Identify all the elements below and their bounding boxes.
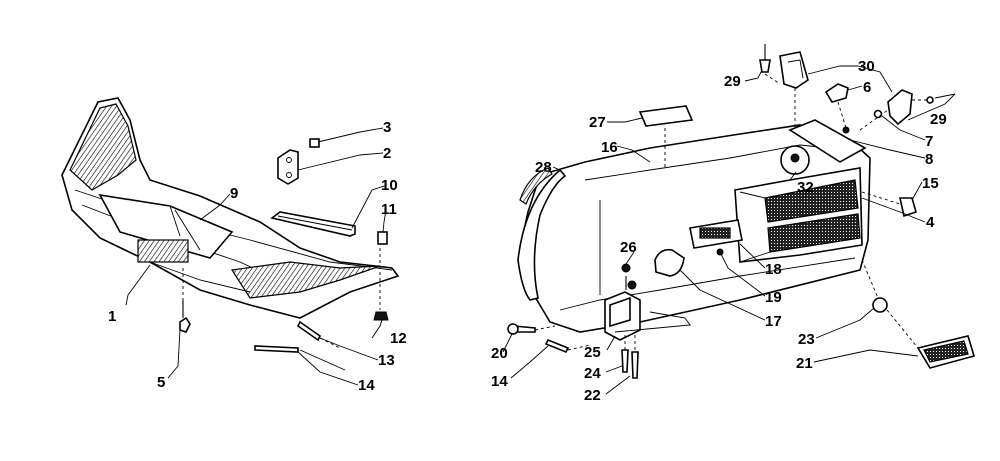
left-assembly-lines: [182, 248, 381, 371]
callout-12: 12: [390, 330, 407, 347]
grommet-11: [377, 231, 388, 245]
callout-8: 8: [925, 151, 933, 168]
callout-7: 7: [925, 133, 933, 150]
callout-17: 17: [765, 313, 782, 330]
nut-3: [309, 138, 320, 148]
right-leaders: [502, 65, 956, 395]
mount-bracket: [277, 149, 299, 185]
right-assembly-lines: [534, 73, 928, 352]
reflector-21: [916, 335, 976, 369]
small-fasteners: [507, 126, 850, 379]
callout-1: 1: [108, 308, 116, 325]
callout-25: 25: [584, 344, 601, 361]
clip-30: [779, 51, 809, 89]
callout-16: 16: [601, 139, 618, 156]
callout-3: 3: [383, 119, 391, 136]
callout-24: 24: [584, 365, 601, 382]
left-leaders: [125, 127, 388, 386]
callout-27: 27: [589, 114, 606, 131]
knob-15: [899, 197, 917, 218]
callout-32: 32: [797, 179, 814, 196]
callout-9: 9: [230, 185, 238, 202]
callout-4: 4: [926, 214, 935, 231]
decal-27: [638, 105, 694, 127]
trim-strip: [270, 211, 356, 237]
pin-29-left: [759, 44, 771, 73]
callout-26: 26: [620, 239, 637, 256]
callout-22: 22: [584, 387, 601, 404]
callout-23: 23: [798, 331, 815, 348]
callout-14-left: 14: [358, 377, 375, 394]
callout-13: 13: [378, 352, 395, 369]
clip-6: [824, 83, 849, 103]
callout-30: 30: [858, 58, 875, 75]
callout-20: 20: [491, 345, 508, 362]
callout-19: 19: [765, 289, 782, 306]
knob-23: [872, 297, 888, 313]
latch-30: [887, 89, 913, 126]
callout-18: 18: [765, 261, 782, 278]
callout-29-right: 29: [930, 111, 947, 128]
callout-14-right: 14: [491, 373, 508, 390]
callout-10: 10: [381, 177, 398, 194]
callout-5: 5: [157, 374, 165, 391]
callout-21: 21: [796, 355, 813, 372]
belly-pan: [61, 97, 400, 319]
fastener-5: [179, 300, 191, 333]
callout-11: 11: [381, 201, 397, 218]
pins: [254, 320, 322, 353]
callout-29-left: 29: [724, 73, 741, 90]
callout-6: 6: [863, 79, 871, 96]
pin-29-right: [926, 93, 956, 104]
callout-15: 15: [922, 175, 939, 192]
callout-28: 28: [535, 159, 552, 176]
washer-7: [873, 109, 883, 119]
side-rail: [517, 167, 567, 301]
callout-2: 2: [383, 145, 391, 162]
fastener-12: [373, 311, 389, 321]
console-body: [519, 119, 871, 341]
